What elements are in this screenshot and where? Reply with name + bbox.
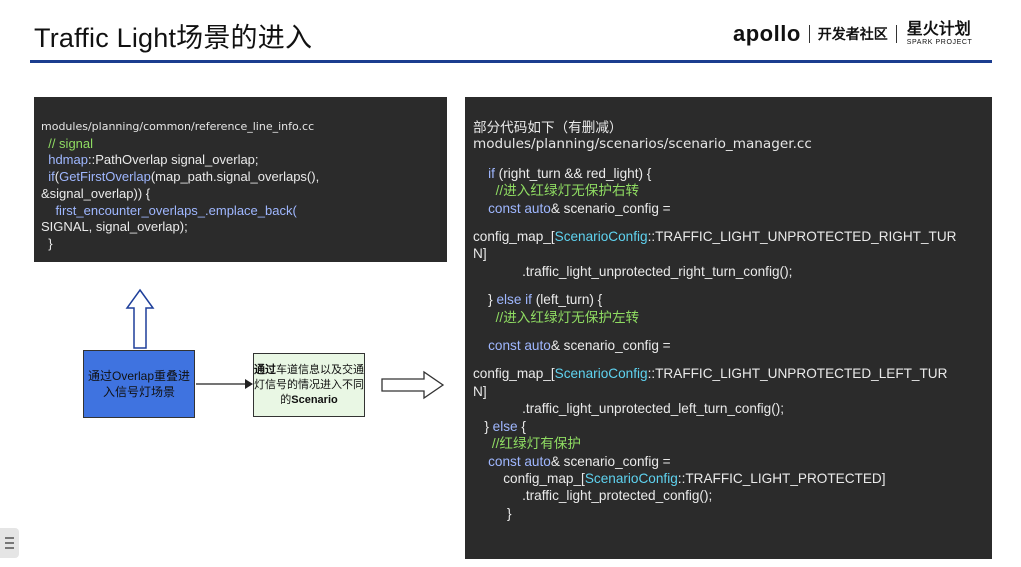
- code-line: }: [473, 505, 512, 521]
- code-keyword: const auto: [488, 200, 551, 216]
- brand-separator: [808, 25, 810, 43]
- code-text: (map_path.signal_overlaps(),: [150, 169, 320, 185]
- code-line: N]: [473, 246, 487, 262]
- code-line: SIGNAL, signal_overlap);: [41, 219, 188, 235]
- code-comment: //红绿灯有保护: [473, 436, 581, 452]
- code-line: config_map_[ScenarioConfig::TRAFFIC_LIGH…: [473, 228, 992, 245]
- code-text: & scenario_config =: [550, 200, 671, 216]
- code-text: config_map_[: [473, 229, 555, 245]
- code-type: ScenarioConfig: [554, 229, 648, 245]
- code-line: hdmap::PathOverlap signal_overlap;: [41, 152, 447, 169]
- code-line: .traffic_light_unprotected_left_turn_con…: [473, 401, 785, 417]
- scenario-entry-tail: Scenario: [291, 393, 338, 406]
- scenario-entry-text: 通过车道信息以及交通灯信号的情况进入不同的Scenario: [254, 363, 364, 408]
- code-text: ::TRAFFIC_LIGHT_UNPROTECTED_LEFT_TUR: [647, 366, 948, 382]
- code-line: const auto& scenario_config =: [473, 337, 992, 354]
- scenario-entry-box: 通过车道信息以及交通灯信号的情况进入不同的Scenario: [253, 353, 365, 417]
- developer-community-label: 开发者社区: [817, 26, 888, 42]
- code-line: config_map_[ScenarioConfig::TRAFFIC_LIGH…: [473, 470, 992, 487]
- code-namespace: hdmap: [41, 152, 88, 168]
- code-keyword: else if: [496, 292, 532, 308]
- up-arrow-icon: [125, 288, 155, 349]
- left-code-block: modules/planning/common/reference_line_i…: [34, 97, 447, 262]
- code-type: ScenarioConfig: [584, 470, 678, 486]
- code-text: ::TRAFFIC_LIGHT_UNPROTECTED_RIGHT_TUR: [647, 229, 957, 245]
- code-line: &signal_overlap)) {: [41, 185, 151, 201]
- code-text: & scenario_config =: [550, 453, 671, 469]
- code-line: N]: [473, 383, 487, 399]
- code-line: } else {: [473, 418, 526, 434]
- code-path: modules/planning/common/reference_line_i…: [41, 120, 315, 133]
- code-line: .traffic_light_protected_config();: [473, 488, 713, 504]
- scenario-entry-bold: 通过: [254, 363, 276, 376]
- code-type: ScenarioConfig: [554, 366, 648, 382]
- code-line: first_encounter_overlaps_.emplace_back(: [41, 203, 447, 220]
- code-line: } else if (left_turn) {: [473, 292, 603, 308]
- menu-bar-icon: [5, 547, 14, 549]
- big-right-arrow-icon: [381, 370, 445, 400]
- scenario-entry-body: 车道信息以及交通灯信号的情况进入不同的: [254, 363, 364, 406]
- code-intro: 部分代码如下（有删减）: [473, 120, 623, 135]
- spark-project-logo: 星火计划 SPARK PROJECT: [906, 21, 973, 47]
- code-keyword: const auto: [488, 453, 551, 469]
- code-function: GetFirstOverlap: [59, 169, 151, 185]
- code-comment: // signal: [41, 135, 94, 151]
- code-text: (: [54, 169, 60, 185]
- apollo-logo: apollo: [733, 21, 801, 46]
- code-text: ::PathOverlap signal_overlap;: [87, 152, 259, 168]
- code-line: if (right_turn && red_light) {: [473, 165, 992, 182]
- side-panel-handle[interactable]: [0, 528, 19, 558]
- brand-logos: apollo 开发者社区 星火计划 SPARK PROJECT: [733, 21, 973, 47]
- right-code-block: 部分代码如下（有删减） modules/planning/scenarios/s…: [465, 97, 992, 559]
- code-text: first_encounter_overlaps_.emplace_back(: [41, 202, 297, 218]
- code-keyword: if: [41, 169, 55, 185]
- code-line: .traffic_light_unprotected_right_turn_co…: [473, 263, 793, 279]
- code-comment: //进入红绿灯无保护右转: [473, 183, 640, 199]
- code-line: config_map_[ScenarioConfig::TRAFFIC_LIGH…: [473, 365, 992, 382]
- title-divider: [30, 60, 992, 63]
- code-text: ::TRAFFIC_LIGHT_PROTECTED]: [677, 470, 886, 486]
- menu-bar-icon: [5, 542, 14, 544]
- spark-project-cn: 星火计划: [906, 21, 971, 38]
- overlap-signal-box: 通过Overlap重叠进入信号灯场景: [83, 350, 195, 418]
- code-keyword: if: [473, 165, 495, 181]
- code-keyword: else: [492, 418, 518, 434]
- code-text: & scenario_config =: [550, 338, 671, 354]
- code-path: modules/planning/scenarios/scenario_mana…: [473, 136, 812, 153]
- code-text: (right_turn && red_light) {: [494, 165, 652, 181]
- slide-title: Traffic Light场景的进入: [34, 23, 313, 53]
- code-line: const auto& scenario_config =: [473, 200, 992, 217]
- code-line: if(GetFirstOverlap(map_path.signal_overl…: [41, 169, 447, 186]
- right-arrow-icon: [196, 379, 253, 389]
- code-text: config_map_[: [473, 366, 555, 382]
- brand-separator: [895, 25, 897, 43]
- overlap-signal-text: 通过Overlap重叠进入信号灯场景: [87, 369, 191, 399]
- code-line: const auto& scenario_config =: [473, 453, 992, 470]
- code-text: config_map_[: [503, 470, 585, 486]
- spark-project-en: SPARK PROJECT: [906, 39, 973, 46]
- code-line: }: [41, 235, 53, 251]
- menu-bar-icon: [5, 537, 14, 539]
- code-comment: //进入红绿灯无保护左转: [473, 309, 640, 325]
- code-text: (left_turn) {: [531, 292, 603, 308]
- code-keyword: const auto: [488, 338, 551, 354]
